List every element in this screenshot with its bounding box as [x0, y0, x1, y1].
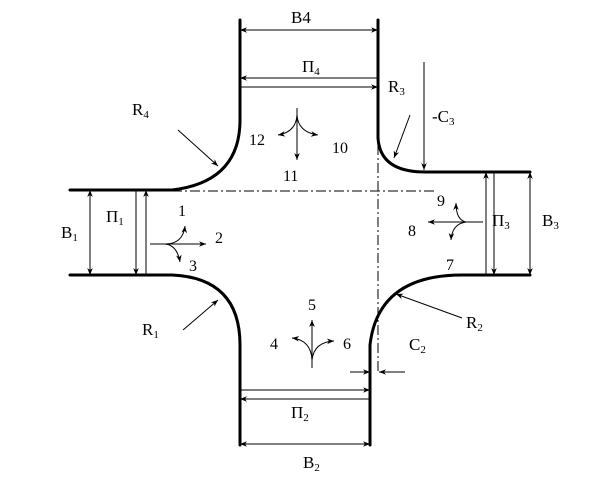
dimension-lines	[87, 27, 533, 447]
label-b3: B3	[542, 211, 559, 232]
label-r3: R3	[388, 77, 405, 98]
movement-number-6: 6	[343, 336, 351, 353]
label-r2: R2	[466, 313, 483, 334]
label-b1: B1	[61, 223, 78, 244]
movement-arrows-approach-3	[428, 202, 483, 241]
movement-number-9: 9	[437, 193, 445, 210]
label-c3: -C3	[432, 107, 455, 128]
movement-12-arrow	[277, 114, 298, 137]
movement-arrows-approach-1	[150, 225, 206, 263]
movement-4-arrow	[291, 335, 313, 361]
movement-number-11: 11	[283, 168, 298, 185]
axis-lines	[172, 145, 437, 372]
label-r4: R4	[132, 100, 149, 121]
boundary-top-right	[376, 18, 532, 174]
label-b2: B2	[303, 453, 320, 474]
movement-number-8: 8	[408, 223, 416, 240]
label-p4: П4	[302, 57, 320, 78]
label-r1: R1	[142, 320, 159, 341]
road-boundaries	[68, 18, 532, 447]
radius-leaders	[177, 114, 463, 331]
boundary-top-left	[68, 18, 242, 192]
movement-number-3: 3	[189, 258, 197, 275]
label-p2: П2	[291, 403, 309, 424]
movement-number-12: 12	[249, 132, 265, 149]
leader-r1	[182, 299, 219, 331]
label-c2: C2	[409, 335, 426, 356]
movement-arrows-approach-4	[277, 108, 319, 160]
boundary-bottom-right	[368, 273, 532, 447]
boundary-bottom-left	[68, 273, 242, 447]
movement-numbers: 1 2 3 4 5 6 7 8 9 10 11 12	[178, 132, 454, 353]
leader-r3	[393, 114, 411, 159]
movement-number-2: 2	[215, 230, 223, 247]
movement-1-arrow	[164, 225, 188, 245]
movement-10-arrow	[296, 114, 319, 137]
label-b4: B4	[291, 8, 311, 27]
movement-9-arrow	[453, 202, 467, 223]
dimension-labels: B4 П4 R3 R4 -C3 B1 П1 П3 B3 R1 R2 C2 П2 …	[61, 8, 559, 474]
label-p1: П1	[106, 207, 124, 228]
movement-number-5: 5	[308, 297, 316, 314]
leader-r4	[177, 129, 219, 167]
label-p3: П3	[492, 211, 510, 232]
movement-number-4: 4	[270, 336, 278, 353]
movement-6-arrow	[311, 338, 335, 361]
leader-r2	[395, 293, 463, 319]
movement-number-10: 10	[332, 140, 348, 157]
movement-7-arrow	[448, 221, 467, 241]
movement-number-7: 7	[446, 257, 454, 274]
movement-arrows-approach-2	[291, 320, 335, 368]
movement-number-1: 1	[178, 203, 186, 220]
movement-3-arrow	[164, 243, 182, 263]
